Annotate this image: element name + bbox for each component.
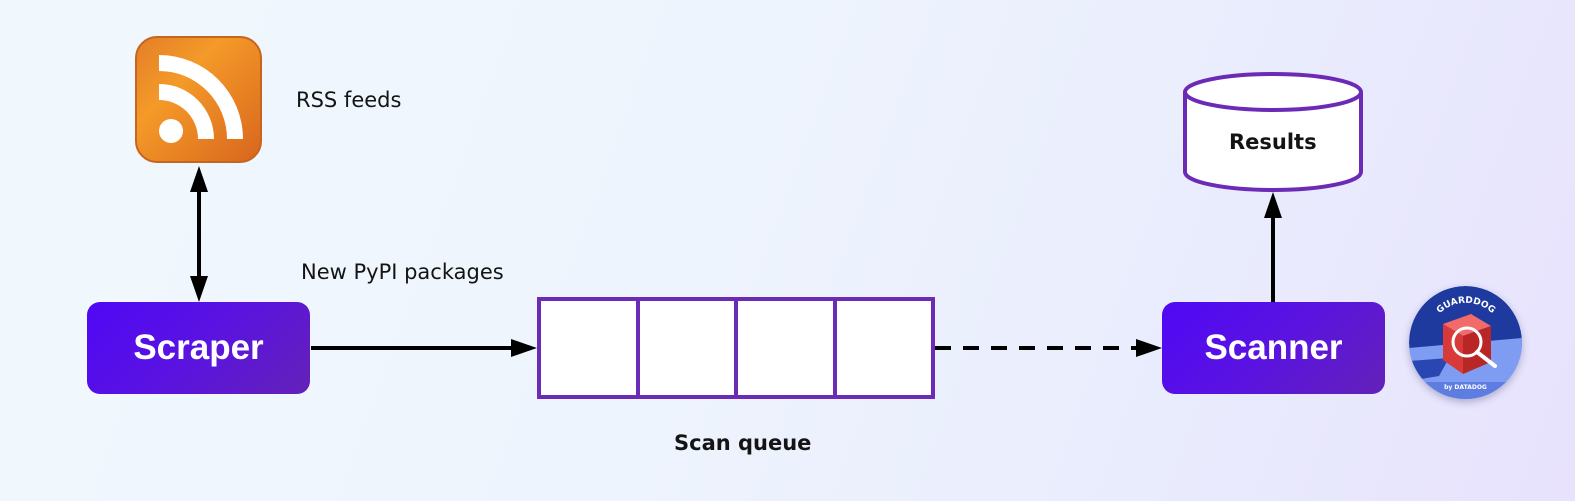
scan-queue-label: Scan queue bbox=[674, 431, 812, 455]
scraper-node: Scraper bbox=[87, 302, 310, 394]
queue-cell bbox=[541, 301, 640, 395]
new-packages-label: New PyPI packages bbox=[301, 260, 504, 284]
arrow-head-up-icon bbox=[1264, 192, 1282, 218]
queue-cell bbox=[837, 301, 932, 395]
scanner-node: Scanner bbox=[1162, 302, 1385, 394]
arrow-head-right-icon bbox=[1136, 339, 1162, 357]
results-cylinder bbox=[1183, 72, 1363, 192]
queue-cell bbox=[738, 301, 837, 395]
queue-cell bbox=[640, 301, 738, 395]
svg-text:by DATADOG: by DATADOG bbox=[1444, 384, 1487, 391]
arrow-head-right-icon bbox=[511, 339, 537, 357]
scan-queue bbox=[537, 297, 935, 399]
arrow-head-down-icon bbox=[190, 276, 208, 302]
rss-feeds-label: RSS feeds bbox=[296, 88, 402, 112]
guarddog-logo: GUARDDOG by DATADOG bbox=[1409, 286, 1522, 399]
arrow-head-up-icon bbox=[190, 166, 208, 192]
results-label: Results bbox=[1229, 130, 1317, 154]
scraper-label: Scraper bbox=[133, 328, 264, 367]
rss-icon bbox=[135, 36, 262, 163]
scanner-label: Scanner bbox=[1204, 328, 1343, 367]
